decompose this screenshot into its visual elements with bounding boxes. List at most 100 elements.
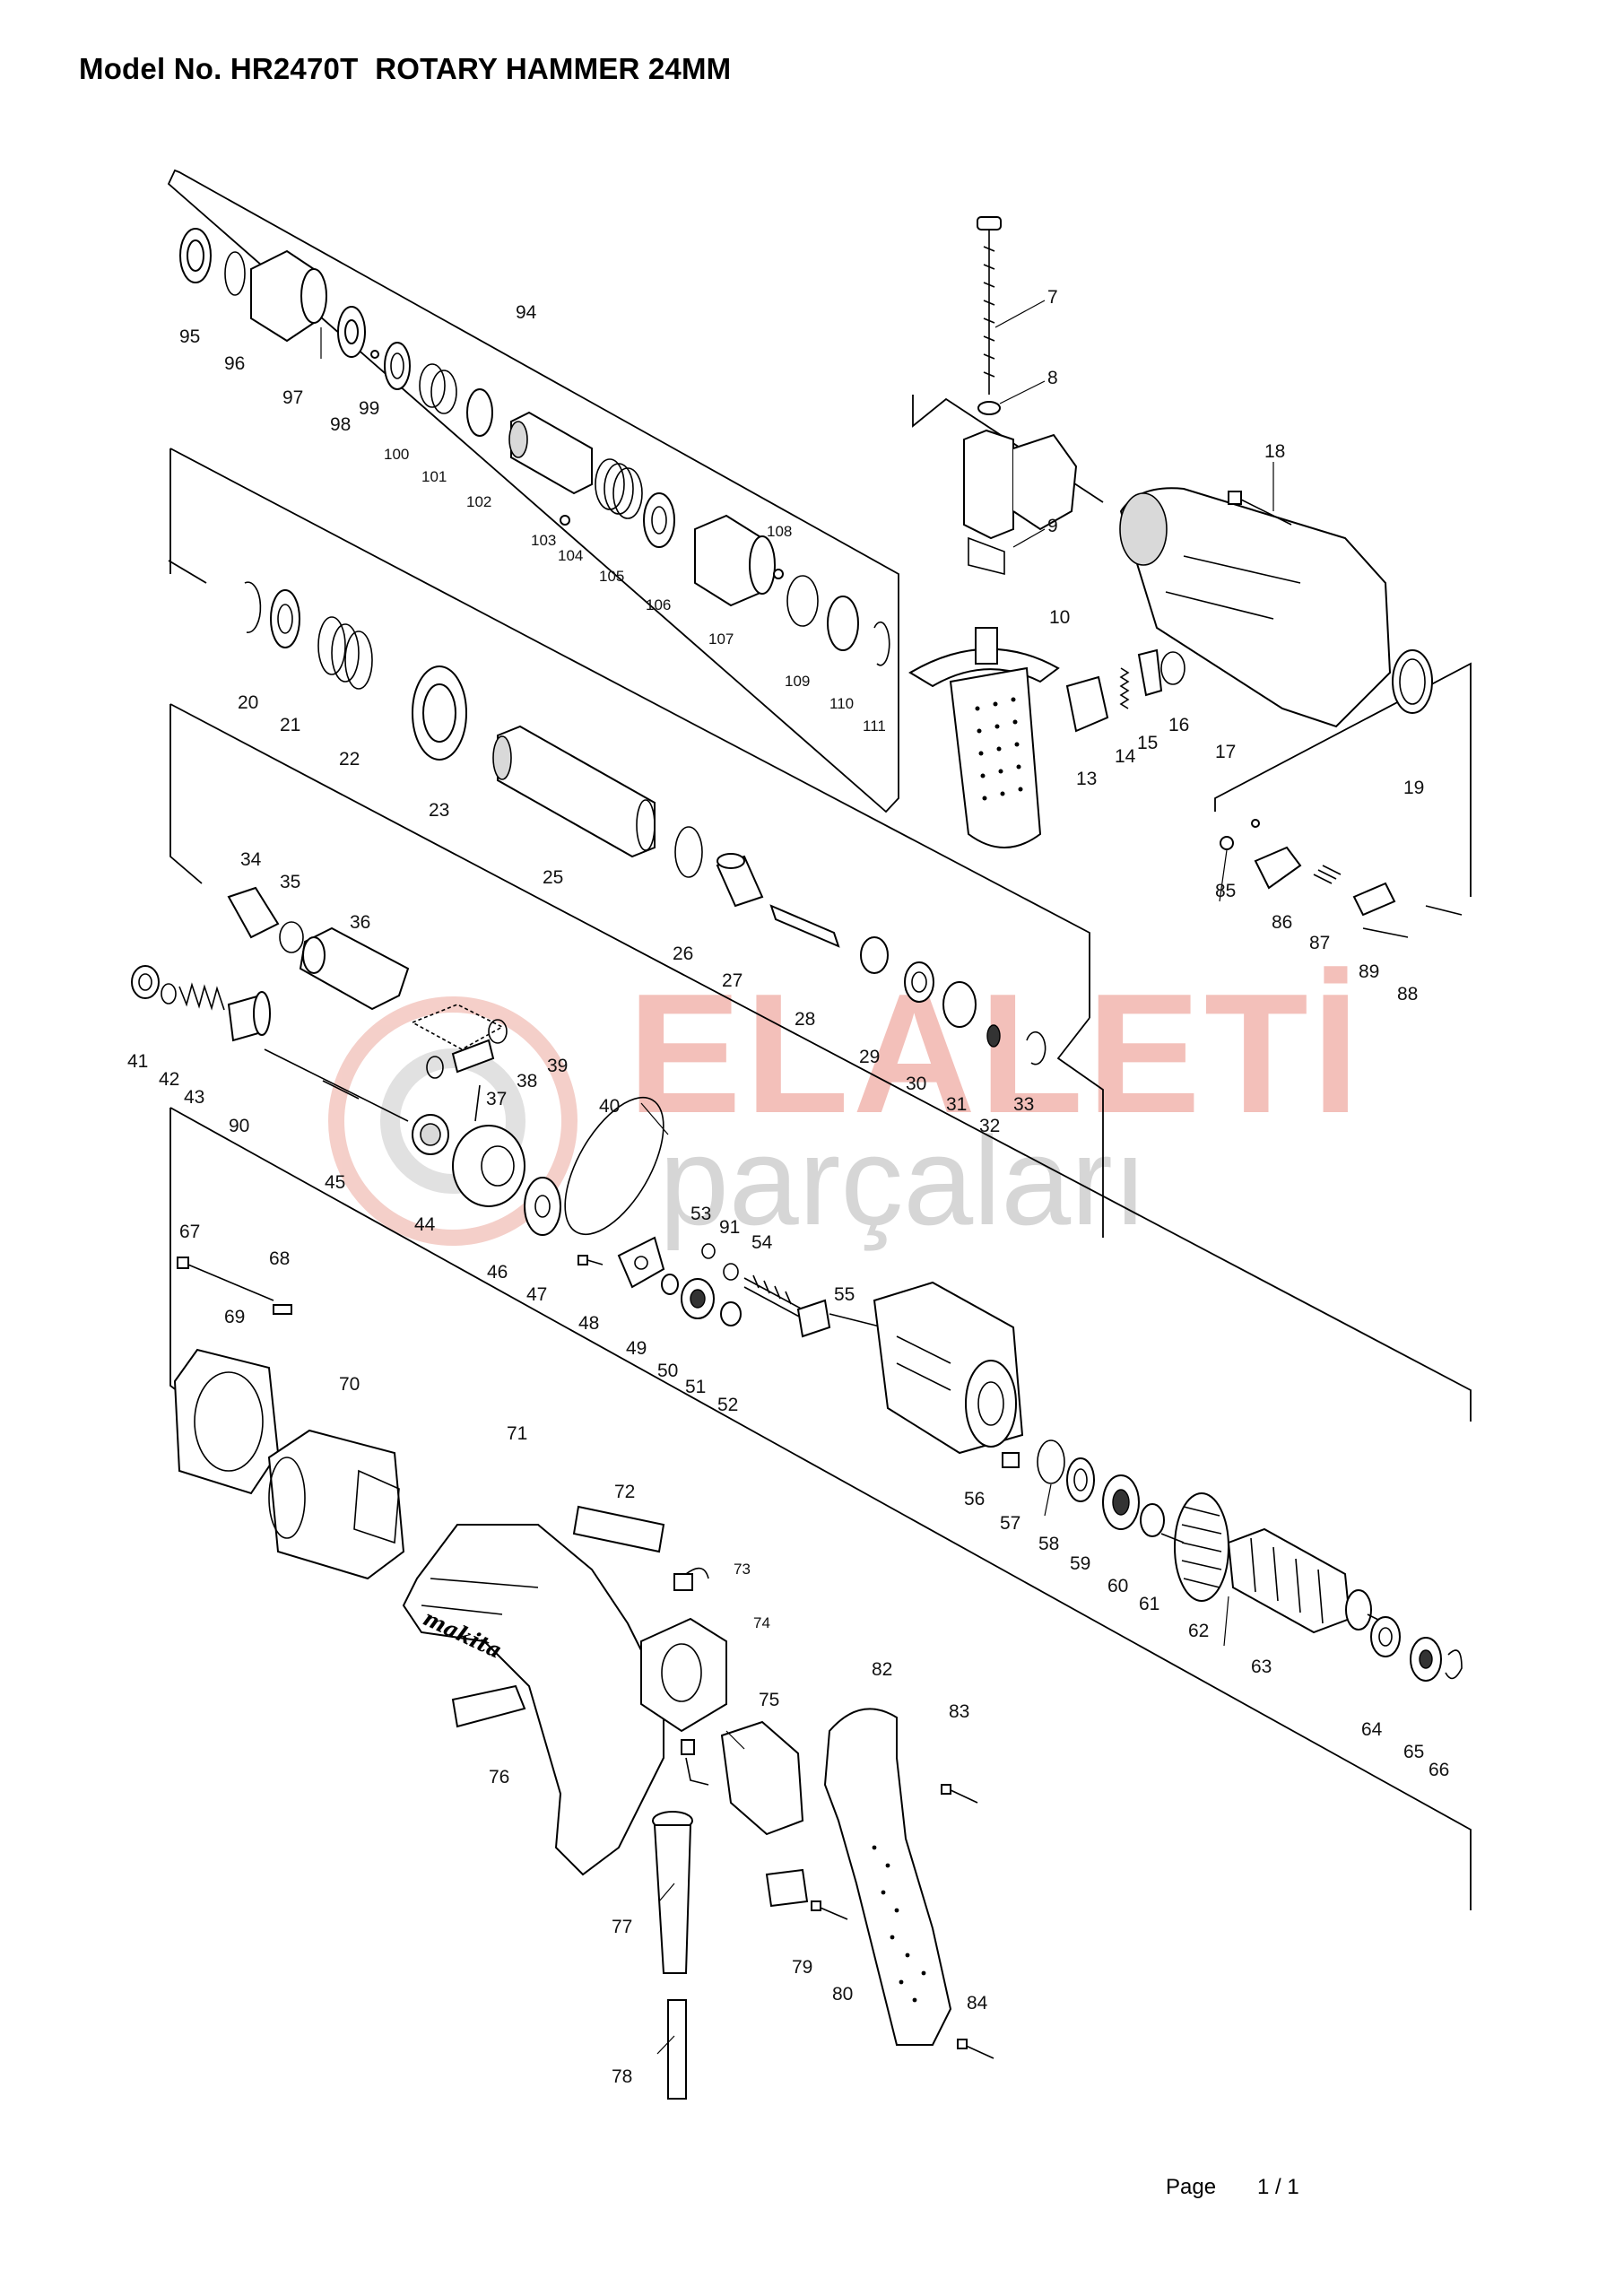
part-label: 59 [1070, 1553, 1090, 1574]
part-label: 99 [359, 398, 379, 419]
part-label: 20 [238, 692, 258, 713]
part-label: 18 [1264, 441, 1285, 462]
piston-parts [227, 886, 508, 1079]
part-label: 78 [612, 2066, 632, 2087]
part-label: 105 [599, 568, 624, 585]
part-label: 9 [1047, 516, 1058, 536]
part-label: 39 [547, 1056, 568, 1076]
part-label: 94 [516, 302, 537, 323]
part-label: 56 [964, 1489, 985, 1509]
part-label: 71 [507, 1423, 527, 1444]
part-label: 107 [708, 631, 734, 648]
part-label: 84 [967, 1993, 988, 2013]
part-label: 28 [795, 1009, 815, 1030]
part-label: 50 [657, 1361, 678, 1381]
part-label: 32 [979, 1116, 1000, 1136]
part-label: 73 [734, 1561, 751, 1578]
part-label: 54 [751, 1232, 773, 1253]
part-label: 31 [946, 1094, 967, 1115]
group-frames [167, 169, 1472, 1910]
part-label: 21 [280, 715, 300, 735]
part-label: 82 [872, 1659, 892, 1680]
part-label: 87 [1309, 933, 1330, 953]
part-label: 102 [466, 493, 491, 510]
part-label: 68 [269, 1248, 290, 1269]
part-label: 95 [179, 326, 200, 347]
part-label: 46 [487, 1262, 508, 1283]
part-label: 103 [531, 532, 556, 549]
part-label: 48 [578, 1313, 599, 1334]
intermediate-shaft-parts [578, 1236, 1165, 1537]
part-label: 108 [767, 523, 792, 540]
part-label: 41 [127, 1051, 148, 1072]
part-label: 22 [339, 749, 360, 770]
part-label: 36 [350, 912, 370, 933]
part-label: 74 [753, 1614, 770, 1631]
part-label: 17 [1215, 742, 1236, 762]
armature-parts [1160, 1492, 1463, 1682]
part-label: 88 [1397, 984, 1418, 1004]
watermark: ELALETİ parçaları [328, 959, 1363, 1251]
part-label: 52 [717, 1395, 738, 1415]
side-handle-parts [908, 216, 1078, 848]
part-label: 58 [1038, 1534, 1059, 1554]
part-label: 29 [859, 1047, 880, 1067]
lever-parts [1220, 819, 1463, 938]
part-label: 80 [832, 1984, 853, 2005]
part-label: 109 [785, 673, 810, 690]
part-label: 30 [906, 1074, 926, 1094]
part-label: 97 [282, 387, 303, 408]
part-label: 25 [543, 867, 563, 888]
part-label: 8 [1047, 368, 1058, 388]
part-label: 85 [1215, 881, 1236, 901]
part-label: 69 [224, 1307, 245, 1327]
part-label: 51 [685, 1377, 706, 1397]
part-label: 75 [759, 1690, 779, 1710]
part-number-callouts: 7 8 9 10 13 14 15 16 17 18 19 20 21 22 2… [127, 287, 1449, 2087]
part-label: 104 [558, 547, 583, 564]
part-label: 90 [229, 1116, 249, 1136]
part-label: 43 [184, 1087, 204, 1108]
part-label: 23 [429, 800, 449, 821]
part-label: 37 [486, 1089, 507, 1109]
part-label: 14 [1115, 746, 1136, 767]
part-label: 66 [1429, 1760, 1449, 1780]
part-label: 72 [614, 1482, 635, 1502]
part-label: 60 [1107, 1576, 1128, 1596]
part-label: 77 [612, 1917, 632, 1937]
part-label: 16 [1168, 715, 1189, 735]
part-label: 83 [949, 1701, 969, 1722]
part-label: 101 [421, 468, 447, 485]
part-label: 38 [517, 1071, 537, 1091]
part-label: 27 [722, 970, 743, 991]
part-label: 65 [1403, 1742, 1424, 1762]
part-label: 42 [159, 1069, 179, 1090]
part-label: 64 [1361, 1719, 1383, 1740]
part-label: 70 [339, 1374, 360, 1395]
part-label: 7 [1047, 287, 1058, 308]
watermark-brand-bottom: parçaları [659, 1110, 1148, 1251]
part-label: 13 [1076, 769, 1097, 789]
part-label: 26 [673, 944, 693, 964]
watermark-brand-top: ELALETİ [628, 959, 1363, 1149]
part-label: 111 [863, 718, 886, 735]
part-label: 67 [179, 1222, 200, 1242]
part-label: 98 [330, 414, 351, 435]
part-label: 106 [646, 596, 671, 613]
part-label: 33 [1013, 1094, 1034, 1115]
barrel-parts [244, 581, 1046, 1065]
motor-handle-parts: makita [173, 1257, 994, 2100]
part-label: 49 [626, 1338, 647, 1359]
part-label: 35 [280, 872, 300, 892]
part-label: 100 [384, 446, 409, 463]
part-label: 10 [1049, 607, 1070, 628]
leader-lines [320, 300, 1274, 2055]
page-label: Page [1166, 2175, 1217, 2199]
part-label: 15 [1137, 733, 1158, 753]
part-label: 86 [1272, 912, 1292, 933]
part-label: 96 [224, 353, 245, 374]
part-label: 89 [1359, 961, 1379, 982]
part-label: 63 [1251, 1657, 1272, 1677]
part-label: 76 [489, 1767, 509, 1787]
page-title: Model No. HR2470T ROTARY HAMMER 24MM [79, 52, 732, 85]
